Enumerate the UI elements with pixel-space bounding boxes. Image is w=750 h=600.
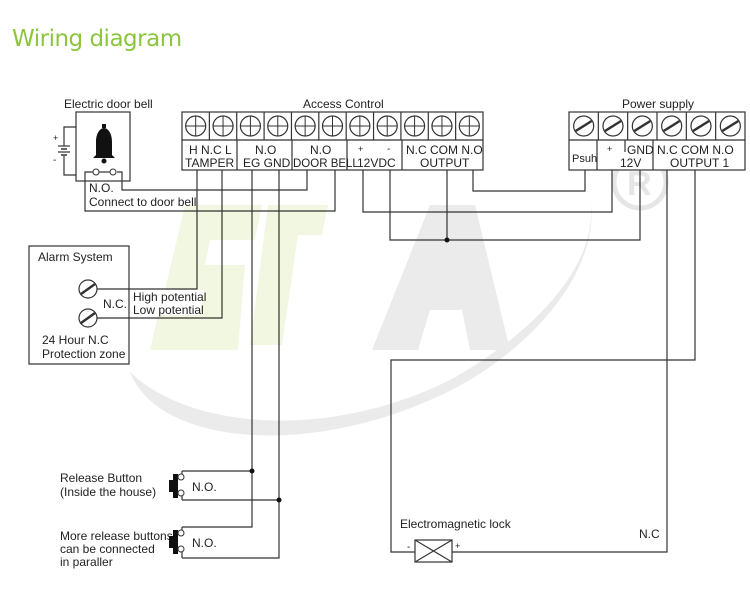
terminal-screw-icon (685, 112, 712, 140)
psuh-label: Psuh (572, 153, 597, 165)
push-button-icon (169, 527, 185, 558)
release-button-line2: (Inside the house) (60, 485, 156, 499)
terminal-screw-icon (185, 115, 207, 137)
access-control-terminal-block: Access Control H N.C L TAMPER N.O EG GND… (181, 97, 484, 171)
electromagnetic-lock: Electromagnetic lock - + N.C (400, 517, 660, 563)
wires (84, 170, 696, 559)
output-label: OUTPUT (420, 156, 470, 170)
battery-icon (58, 126, 76, 176)
vdc-label: 12VDC (357, 156, 396, 170)
alarm-terminal-high (78, 279, 98, 299)
door-bell-contact-right (109, 168, 117, 176)
terminal-screw-icon (455, 112, 480, 140)
junction-dot (444, 237, 450, 243)
terminal-screw-icon (236, 112, 262, 140)
more-buttons-line1: More release buttons (60, 529, 173, 543)
terminal-screw-icon (400, 112, 426, 140)
ps-gnd-label: GND (627, 143, 654, 157)
high-potential-label: High potential (133, 290, 206, 304)
terminal-screw-icon (573, 115, 595, 137)
junction-dot (276, 497, 282, 503)
alarm-nc-label: N.C. (103, 297, 127, 311)
junction-dot (249, 468, 255, 474)
terminal-screw-icon (208, 112, 234, 140)
watermark-logo: R (130, 153, 669, 436)
alarm-system: Alarm System N.C. High potential Low pot… (28, 245, 206, 365)
eg-gnd-terminals: N.O (255, 143, 276, 157)
lock-minus: - (407, 542, 410, 553)
terminal-screw-icon (372, 112, 398, 140)
low-potential-label: Low potential (133, 303, 204, 317)
power-supply-terminal-block: Power supply Psuh + GND 12V N.C COM N.O … (568, 97, 746, 171)
more-release-buttons: More release buttons can be connected in… (60, 527, 217, 569)
door-bell-label: Electric door bell (64, 97, 153, 111)
door-bell-no-label: N.O. (89, 181, 114, 195)
release-button-no: N.O. (192, 480, 217, 494)
access-control-label: Access Control (303, 97, 384, 111)
release-button: Release Button (Inside the house) N.O. (60, 471, 217, 500)
door-bell-terminals: N.O (310, 143, 331, 157)
terminal-screw-icon (715, 112, 741, 140)
ps-output-terminals: N.C COM N.O (657, 143, 734, 157)
more-buttons-line2: can be connected (60, 542, 155, 556)
zone-line2: Protection zone (42, 347, 126, 361)
alarm-box (28, 245, 130, 365)
door-bell-contact-left (92, 168, 100, 176)
battery-plus: + (53, 133, 58, 143)
electric-door-bell: Electric door bell + - N.O. Connect to d… (53, 97, 196, 209)
terminal-screw-icon (656, 112, 683, 140)
tamper-terminals: H N.C L (189, 143, 232, 157)
terminal-screw-icon (627, 112, 653, 140)
ps-output-label: OUTPUT 1 (670, 156, 729, 170)
battery-minus: - (53, 155, 56, 166)
alarm-label: Alarm System (38, 250, 113, 264)
connect-note: Connect to door bell (89, 195, 196, 209)
zone-line1: 24 Hour N.C (42, 333, 109, 347)
terminal-screw-icon (263, 112, 289, 140)
eg-gnd-label: EG GND (243, 156, 291, 170)
release-button-line1: Release Button (60, 471, 142, 485)
alarm-terminal-low (78, 308, 98, 328)
vdc-minus: - (387, 144, 390, 155)
terminal-screw-icon (318, 112, 344, 140)
ps-plus-label: + (607, 144, 612, 154)
svg-text:R: R (627, 165, 652, 203)
terminal-screw-icon (345, 112, 371, 140)
terminal-screw-icon (597, 112, 624, 140)
tamper-label: TAMPER (185, 156, 234, 170)
lock-plus: + (455, 541, 460, 551)
lock-label: Electromagnetic lock (400, 517, 512, 531)
terminal-screw-icon (290, 112, 316, 140)
power-supply-label: Power supply (622, 97, 694, 111)
more-buttons-line3: in paraller (60, 555, 113, 569)
ps-12v-label: 12V (620, 156, 641, 170)
lock-nc-label: N.C (639, 527, 660, 541)
more-buttons-no: N.O. (192, 536, 217, 550)
door-bell-group-label: DOOR BELL (293, 158, 359, 170)
lock-icon (414, 539, 453, 563)
vdc-plus: + (358, 144, 363, 154)
output-terminals: N.C COM N.O (406, 143, 483, 157)
push-button-icon (169, 471, 185, 500)
bell-icon (93, 124, 115, 164)
terminal-screw-icon (427, 112, 453, 140)
page-title: Wiring diagram (12, 26, 182, 52)
